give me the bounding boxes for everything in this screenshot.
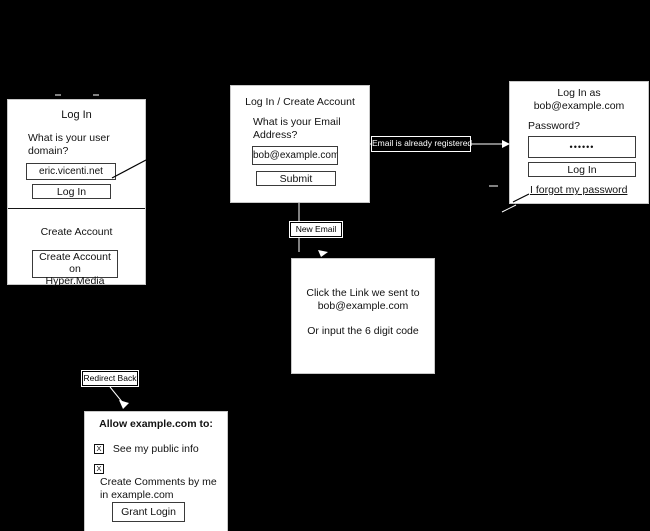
email-entry-title: Log In / Create Account: [245, 96, 355, 108]
edge-label-new-email: New Email: [289, 221, 343, 238]
create-account-button-line1: Create Account on: [39, 251, 111, 275]
edge-redirect-back-line: [109, 386, 124, 404]
domain-question-line1: What is your user: [28, 132, 110, 144]
create-account-title: Create Account: [40, 226, 113, 238]
password-question: Password?: [528, 120, 580, 132]
checkbox-label-comments: Create Comments by me in example.com: [100, 476, 217, 502]
email-sent-line3: Or input the 6 digit code: [307, 325, 419, 337]
checkbox-label-comments-line2: in example.com: [100, 489, 174, 501]
password-login-title-line1: Log In as: [557, 87, 601, 99]
email-question-line2: Address?: [253, 129, 298, 141]
domain-login-box: Log In What is your user domain? Log In …: [7, 99, 146, 287]
grant-access-title: Allow example.com to:: [99, 418, 213, 430]
email-entry-box: Log In / Create Account What is your Ema…: [230, 85, 370, 203]
domain-question: What is your user domain?: [28, 132, 110, 158]
email-sent-line1: Click the Link we sent to: [306, 287, 420, 299]
email-sent-box: Click the Link we sent to bob@example.co…: [291, 258, 435, 374]
email-question-line1: What is your Email: [253, 116, 341, 128]
checkbox-label-public-info: See my public info: [112, 443, 199, 455]
password-login-title: Log In as bob@example.com: [510, 87, 648, 113]
domain-login-button[interactable]: Log In: [32, 184, 111, 199]
edge-label-email-already-registered: Email is already registered: [371, 136, 472, 152]
edge-stub-below-password-box: [501, 204, 517, 213]
checkbox-row-public-info: X See my public info: [94, 443, 199, 456]
create-account-button-line2: Hyper.Media: [45, 275, 105, 287]
create-account-button[interactable]: Create Account on Hyper.Media: [32, 250, 118, 287]
password-login-button[interactable]: Log In: [528, 162, 636, 177]
password-login-title-line2: bob@example.com: [533, 100, 625, 112]
section-divider: [8, 208, 145, 209]
domain-question-line2: domain?: [28, 145, 69, 157]
domain-login-title: Log In: [61, 109, 92, 121]
grant-access-box: Allow example.com to: X See my public in…: [84, 411, 228, 531]
forgot-password-link[interactable]: I forgot my password: [530, 184, 628, 196]
email-question: What is your Email Address?: [253, 116, 341, 142]
submit-button[interactable]: Submit: [256, 171, 336, 186]
checkbox-label-comments-line1: Create Comments by me: [100, 476, 217, 488]
edge-label-redirect-back: Redirect Back: [81, 370, 139, 387]
email-input[interactable]: [252, 146, 338, 165]
domain-input[interactable]: [26, 163, 116, 180]
edge-new-email-arrowhead: [318, 250, 328, 257]
checkbox-row-comments: X Create Comments by me in example.com: [94, 463, 227, 502]
checkbox-create-comments[interactable]: X: [94, 464, 104, 474]
checkbox-see-public-info[interactable]: X: [94, 444, 104, 454]
password-input[interactable]: [528, 136, 636, 158]
password-login-box: Log In as bob@example.com Password? Log …: [509, 81, 649, 204]
email-sent-line2: bob@example.com: [317, 300, 409, 312]
grant-login-button[interactable]: Grant Login: [112, 502, 185, 522]
edge-redirect-back-arrowhead: [119, 400, 129, 409]
